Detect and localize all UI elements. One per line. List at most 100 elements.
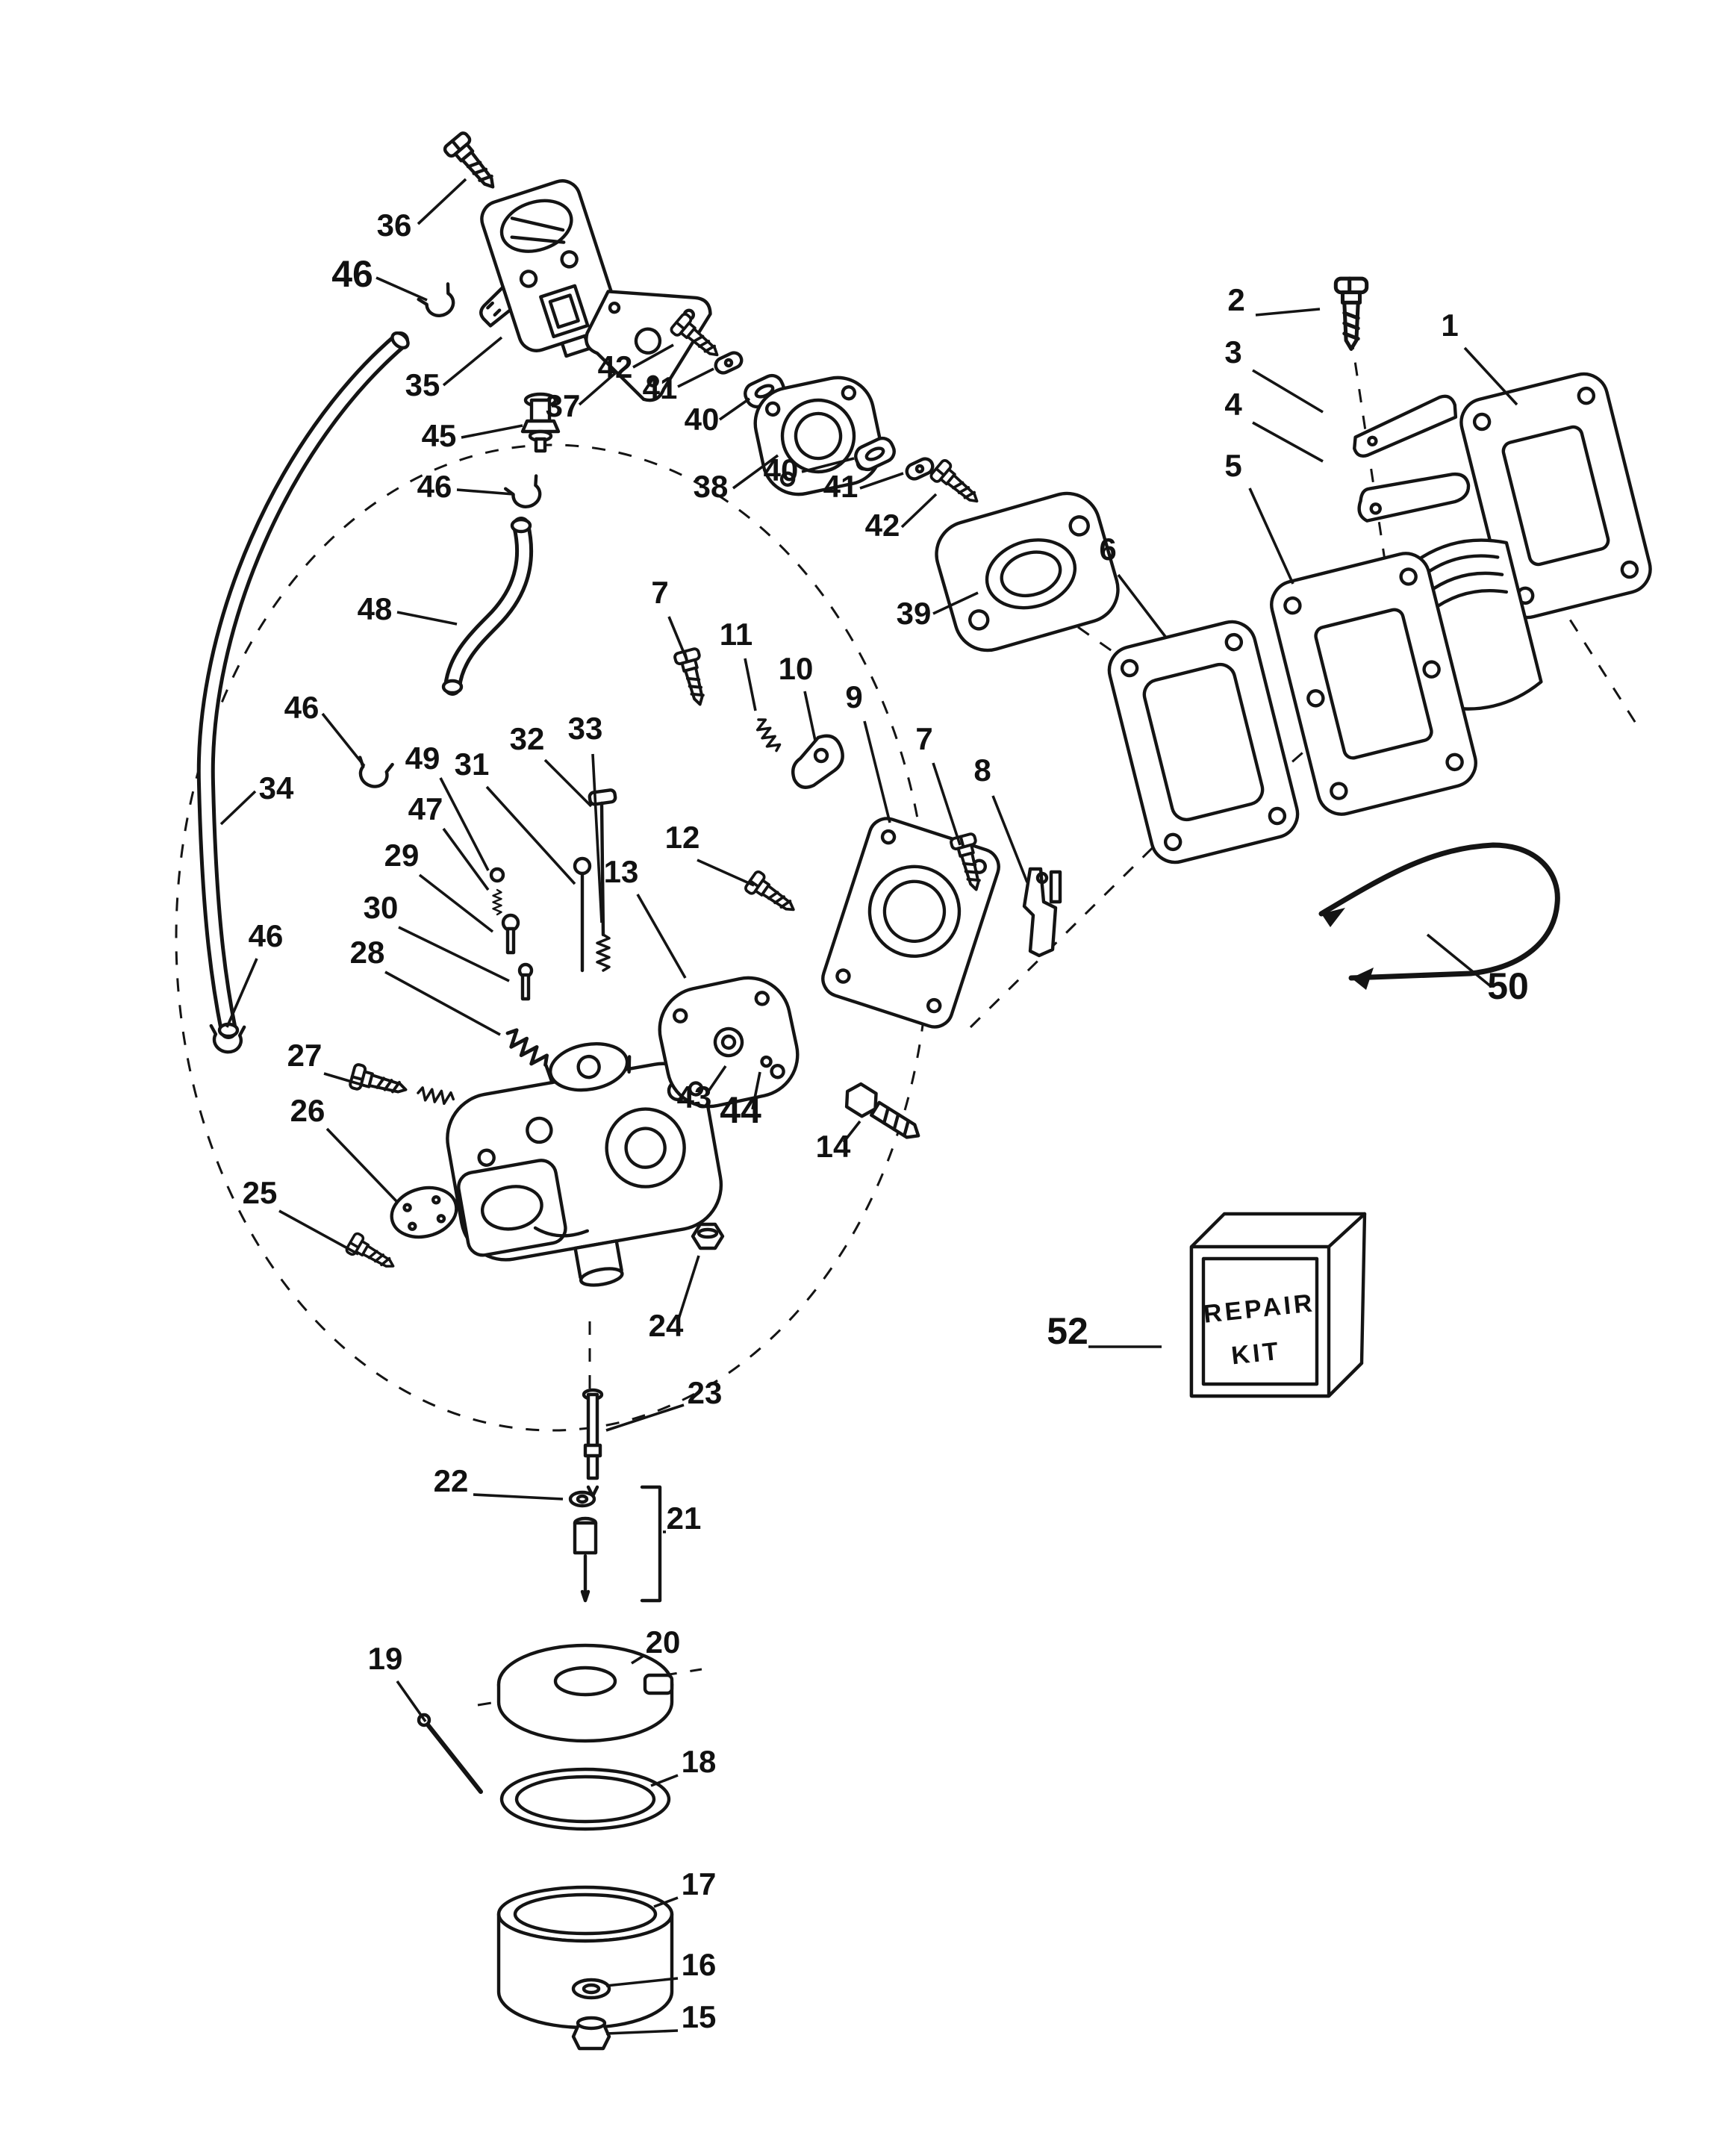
leader-line — [676, 1255, 700, 1322]
link-rod-50 — [1318, 842, 1560, 990]
part-number: 5 — [1224, 448, 1241, 483]
part-number: 32 — [510, 721, 545, 756]
bowl-gasket-18 — [499, 1767, 671, 1831]
leader-line — [842, 1120, 861, 1144]
leader-line — [442, 336, 503, 387]
leader-line — [605, 1403, 685, 1432]
leader-line — [631, 1654, 644, 1665]
part-callout: 3 — [1224, 334, 1324, 414]
part-callout: 42 — [865, 493, 938, 543]
part-number: 14 — [816, 1129, 851, 1164]
part-callout: 35 — [405, 336, 503, 402]
part-callout: 40 — [685, 397, 751, 437]
leader-line — [605, 2029, 679, 2035]
leader-line — [321, 712, 366, 767]
part-callout: 41 — [823, 469, 904, 504]
part-callout: 33 — [568, 711, 603, 923]
manifold-plate-5 — [1270, 552, 1477, 816]
screw-25 — [343, 1230, 400, 1277]
leader-line — [278, 1209, 359, 1256]
mixture-rod-31 — [573, 856, 592, 973]
pump-screw-36 — [443, 131, 503, 196]
part-number: 42 — [865, 508, 900, 543]
leader-line — [605, 1977, 679, 1987]
manifold-gasket-6 — [1107, 620, 1300, 864]
hinge-pin-19 — [417, 1713, 483, 1794]
part-number: 8 — [973, 753, 991, 788]
leader-line — [632, 343, 674, 369]
leader-line — [932, 762, 962, 846]
part-number: 28 — [350, 935, 385, 970]
part-callout: 9 — [845, 679, 891, 823]
part-callout: 34 — [219, 770, 294, 826]
part-callout: 26 — [290, 1093, 399, 1203]
part-number: 3 — [1224, 334, 1241, 370]
part-number: 52 — [1047, 1310, 1088, 1352]
leader-line — [1248, 487, 1294, 585]
choke-lever-8 — [1022, 867, 1062, 958]
leader-line — [718, 397, 751, 421]
part-callout: 5 — [1224, 448, 1294, 585]
part-callout: 29 — [384, 838, 494, 933]
part-number: 25 — [243, 1175, 278, 1210]
leader-line — [932, 591, 979, 615]
leader-line — [376, 276, 428, 302]
part-number: 1 — [1441, 308, 1458, 343]
leader-line — [578, 372, 617, 406]
part-callout: 25 — [243, 1175, 359, 1256]
part-callout: 13 — [604, 854, 687, 979]
part-number: 46 — [331, 253, 373, 295]
part-number: 31 — [455, 747, 490, 782]
part-callout: 46 — [417, 469, 514, 504]
part-callout: 38 — [694, 454, 779, 504]
spring-47 — [492, 888, 502, 916]
screw-7a — [672, 647, 714, 709]
throttle-flange-9 — [821, 817, 1000, 1029]
part-callout: 39 — [897, 591, 979, 631]
part-number: 46 — [249, 918, 284, 953]
part-number: 26 — [290, 1093, 325, 1128]
part-callout: 8 — [973, 753, 1029, 883]
bracket-21 — [640, 1485, 662, 1603]
drain-nut-15 — [571, 2016, 611, 2051]
leader-line — [803, 691, 817, 741]
part-callout: 17 — [653, 1866, 716, 1908]
leader-line — [384, 970, 501, 1036]
screw-42b — [928, 457, 986, 511]
spring-11 — [752, 715, 783, 755]
retainer-49 — [489, 867, 505, 883]
part-number: 27 — [287, 1038, 322, 1073]
leader-line — [543, 758, 593, 808]
part-callout: 48 — [358, 591, 458, 626]
part-number: 7 — [915, 721, 932, 756]
leader-line — [1426, 933, 1493, 988]
leader-line — [677, 367, 714, 388]
part-callout: 7 — [915, 721, 962, 846]
spring-33 — [596, 933, 611, 972]
part-number: 19 — [368, 1641, 403, 1676]
diaphragm-cover-13 — [658, 976, 800, 1109]
part-callout: 24 — [649, 1255, 700, 1343]
part-number: 30 — [364, 890, 399, 925]
leader-line — [591, 753, 603, 923]
part-number: 16 — [682, 1947, 717, 1982]
part-number: 29 — [384, 838, 420, 873]
seal-22 — [568, 1490, 596, 1508]
part-number: 33 — [568, 711, 603, 746]
part-callout: 1 — [1441, 308, 1518, 406]
part-number: 46 — [284, 690, 320, 725]
carburetor-body — [446, 1042, 723, 1287]
part-number: 50 — [1487, 965, 1529, 1007]
part-callout: 46 — [331, 253, 428, 302]
part-number: 45 — [422, 418, 457, 453]
part-callout: 47 — [408, 791, 490, 891]
screw-12 — [743, 868, 802, 920]
part-number: 36 — [377, 208, 412, 243]
part-callout: 11 — [720, 617, 757, 711]
part-number: 7 — [651, 575, 668, 610]
link-41b — [905, 457, 935, 481]
part-number: 39 — [897, 596, 932, 631]
part-callout: 40 — [764, 452, 855, 487]
leader-line — [1463, 346, 1518, 406]
